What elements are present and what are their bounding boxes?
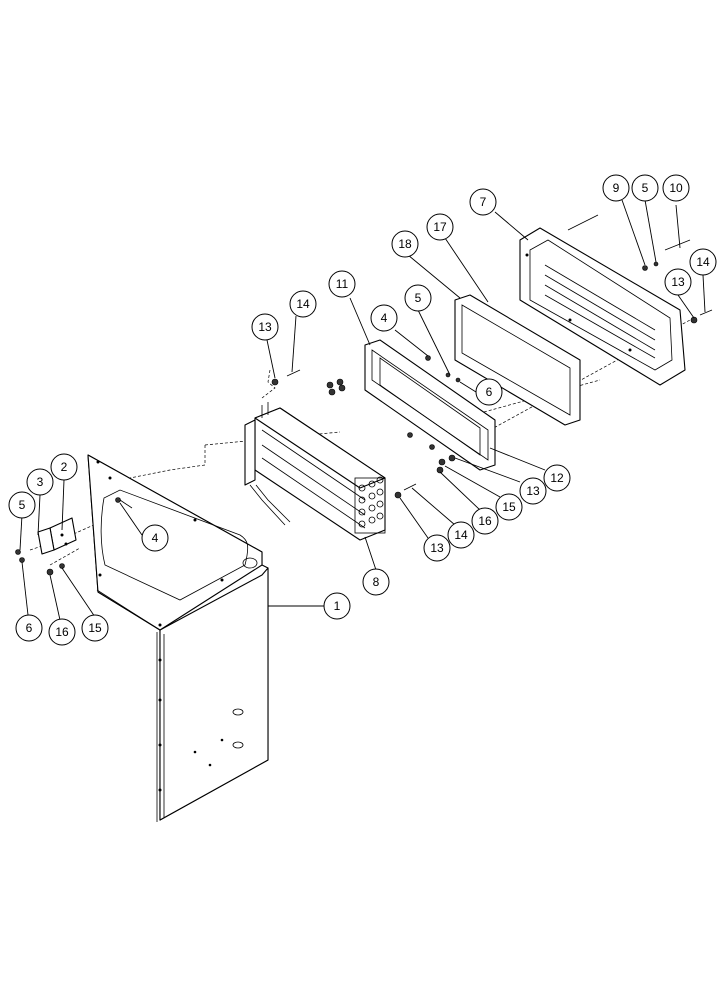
svg-text:18: 18 bbox=[398, 237, 412, 251]
svg-text:14: 14 bbox=[696, 255, 710, 269]
svg-text:6: 6 bbox=[26, 621, 33, 635]
callout-5c: 5 bbox=[631, 174, 659, 202]
callout-13d: 13 bbox=[423, 534, 451, 562]
svg-text:13: 13 bbox=[430, 541, 444, 555]
svg-text:10: 10 bbox=[669, 181, 683, 195]
callout-16b: 16 bbox=[48, 618, 76, 646]
screw-10 bbox=[664, 239, 691, 251]
callout-10: 10 bbox=[662, 174, 690, 202]
callout-11: 11 bbox=[328, 270, 356, 298]
heater-core bbox=[244, 402, 386, 541]
callout-14b: 14 bbox=[689, 248, 717, 276]
svg-text:15: 15 bbox=[88, 621, 102, 635]
callout-4a: 4 bbox=[141, 524, 169, 552]
hardware bbox=[15, 214, 713, 576]
callout-8: 8 bbox=[362, 568, 390, 596]
callout-5b: 5 bbox=[404, 284, 432, 312]
mounting-bracket bbox=[37, 517, 77, 555]
leader-lines bbox=[19, 199, 706, 621]
svg-text:8: 8 bbox=[373, 575, 380, 589]
svg-text:5: 5 bbox=[19, 498, 26, 512]
callout-12: 12 bbox=[543, 464, 571, 492]
callout-5a: 5 bbox=[8, 491, 36, 519]
housing-panel bbox=[87, 454, 269, 822]
heater-core-fins bbox=[354, 476, 386, 534]
inner-frame bbox=[364, 339, 496, 471]
callout-14a: 14 bbox=[289, 290, 317, 318]
svg-text:15: 15 bbox=[502, 500, 516, 514]
svg-text:13: 13 bbox=[258, 320, 272, 334]
callout-17: 17 bbox=[426, 213, 454, 241]
svg-text:17: 17 bbox=[433, 220, 447, 234]
svg-text:12: 12 bbox=[550, 471, 564, 485]
outer-cover bbox=[519, 227, 686, 386]
gasket-plate bbox=[454, 294, 581, 426]
callout-3: 3 bbox=[26, 468, 54, 496]
callout-13b: 13 bbox=[664, 268, 692, 296]
callout-4b: 4 bbox=[370, 304, 398, 332]
callouts: 1 2 3 4 4 5 5 5 6 6 7 8 9 10 11 12 13 13… bbox=[8, 174, 717, 646]
callout-1: 1 bbox=[323, 592, 351, 620]
callout-18: 18 bbox=[391, 230, 419, 258]
svg-text:5: 5 bbox=[642, 181, 649, 195]
callout-16a: 16 bbox=[471, 507, 499, 535]
svg-text:13: 13 bbox=[671, 275, 685, 289]
svg-text:3: 3 bbox=[37, 475, 44, 489]
svg-text:6: 6 bbox=[486, 385, 493, 399]
screw-left-top bbox=[567, 214, 599, 231]
svg-text:13: 13 bbox=[526, 484, 540, 498]
svg-text:9: 9 bbox=[613, 181, 620, 195]
callout-15b: 15 bbox=[81, 614, 109, 642]
svg-text:7: 7 bbox=[480, 195, 487, 209]
svg-text:5: 5 bbox=[415, 291, 422, 305]
callout-15a: 15 bbox=[495, 493, 523, 521]
callout-14c: 14 bbox=[447, 521, 475, 549]
svg-text:4: 4 bbox=[152, 531, 159, 545]
callout-2: 2 bbox=[50, 453, 78, 481]
callout-7: 7 bbox=[469, 188, 497, 216]
svg-text:16: 16 bbox=[478, 514, 492, 528]
callout-13c: 13 bbox=[519, 477, 547, 505]
svg-text:14: 14 bbox=[454, 528, 468, 542]
callout-6a: 6 bbox=[475, 378, 503, 406]
svg-text:4: 4 bbox=[381, 311, 388, 325]
svg-text:14: 14 bbox=[296, 297, 310, 311]
callout-6b: 6 bbox=[15, 614, 43, 642]
svg-text:2: 2 bbox=[61, 460, 68, 474]
svg-text:16: 16 bbox=[55, 625, 69, 639]
callout-9: 9 bbox=[602, 174, 630, 202]
svg-text:11: 11 bbox=[336, 277, 349, 291]
callout-13a: 13 bbox=[251, 313, 279, 341]
svg-text:1: 1 bbox=[334, 599, 341, 613]
